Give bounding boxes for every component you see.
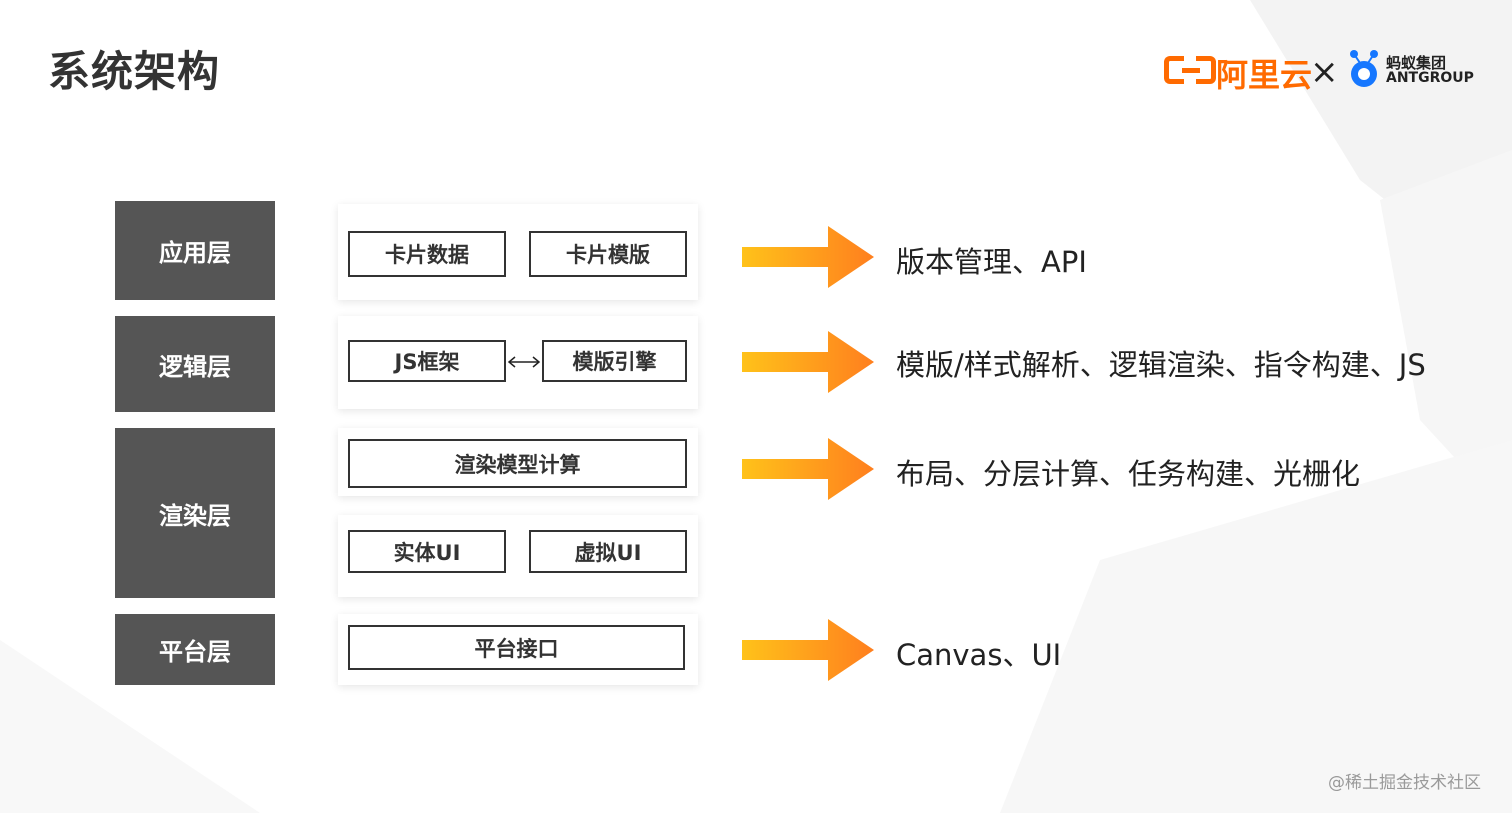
page-title: 系统架构 <box>48 47 221 96</box>
panel-logic: JS框架 模版引擎 <box>338 316 698 409</box>
module-card-template: 卡片模版 <box>529 231 687 277</box>
desc-logic: 模版/样式解析、逻辑渲染、指令构建、JS <box>896 348 1426 382</box>
module-card-data: 卡片数据 <box>348 231 506 277</box>
aliyun-logo-text: 阿里云 <box>1216 56 1313 94</box>
module-entity-ui: 实体UI <box>348 530 506 573</box>
panel-render-calc: 渲染模型计算 <box>338 428 698 496</box>
module-js-framework: JS框架 <box>348 340 506 382</box>
arrow-logic-icon <box>742 331 874 393</box>
ant-group-name-cn: 蚂蚁集团 <box>1386 54 1447 72</box>
module-virtual-ui: 虚拟UI <box>529 530 687 573</box>
desc-render: 布局、分层计算、任务构建、光栅化 <box>896 457 1361 491</box>
module-render-model-calc: 渲染模型计算 <box>348 439 687 488</box>
logo-separator: × <box>1310 52 1339 92</box>
panel-render-ui: 实体UI 虚拟UI <box>338 515 698 597</box>
module-template-engine: 模版引擎 <box>542 340 687 382</box>
panel-app: 卡片数据 卡片模版 <box>338 204 698 300</box>
ant-group-logo-icon <box>1350 50 1378 87</box>
module-platform-interface: 平台接口 <box>348 625 685 670</box>
arrow-platform-icon <box>742 619 874 681</box>
desc-platform: Canvas、UI <box>896 638 1062 672</box>
layer-app: 应用层 <box>115 201 275 300</box>
bidirectional-arrow-icon <box>507 356 541 368</box>
layer-logic: 逻辑层 <box>115 316 275 412</box>
layer-platform: 平台层 <box>115 614 275 685</box>
panel-platform: 平台接口 <box>338 614 698 685</box>
brand-logos: 阿里云 × 蚂蚁集团 ANTGROUP <box>1160 44 1480 94</box>
arrow-render-icon <box>742 438 874 500</box>
watermark: @稀土掘金技术社区 <box>1328 773 1481 793</box>
desc-app: 版本管理、API <box>896 245 1087 279</box>
aliyun-logo-icon <box>1164 56 1184 84</box>
ant-group-name-en: ANTGROUP <box>1386 70 1474 86</box>
arrow-app-icon <box>742 226 874 288</box>
layer-render: 渲染层 <box>115 428 275 598</box>
